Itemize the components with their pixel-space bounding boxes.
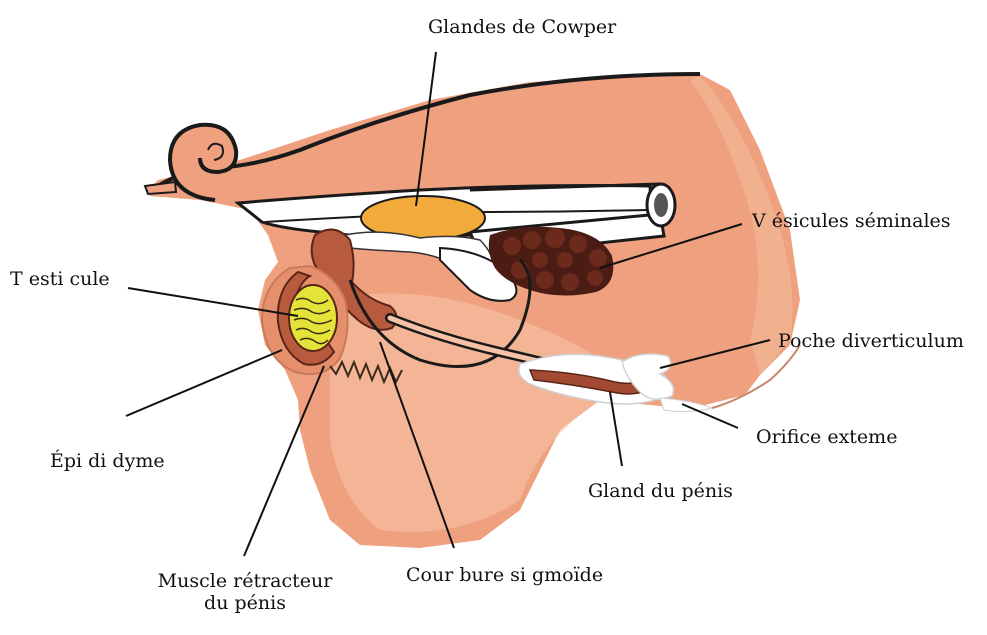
leader-epididyme — [126, 350, 282, 416]
label-epididyme: Épi di dyme — [50, 450, 165, 472]
label-courbure-sigmoide: Cour bure si gmoïde — [406, 564, 603, 586]
testis — [289, 285, 337, 351]
label-muscle-retracteur: Muscle rétracteur du pénis — [150, 570, 340, 614]
label-orifice-externe: Orifice exteme — [756, 426, 897, 448]
tube-lumen — [654, 193, 668, 217]
label-poche-diverticulum: Poche diverticulum — [778, 330, 964, 352]
label-gland-du-penis: Gland du pénis — [588, 480, 733, 502]
tail-tip — [145, 182, 176, 194]
label-muscle-line2: du pénis — [150, 592, 340, 614]
label-muscle-line1: Muscle rétracteur — [150, 570, 340, 592]
label-vesicules-seminales: V ésicules séminales — [752, 210, 951, 232]
label-testicule: T esti cule — [10, 268, 110, 290]
label-glandes-de-cowper: Glandes de Cowper — [428, 16, 616, 38]
